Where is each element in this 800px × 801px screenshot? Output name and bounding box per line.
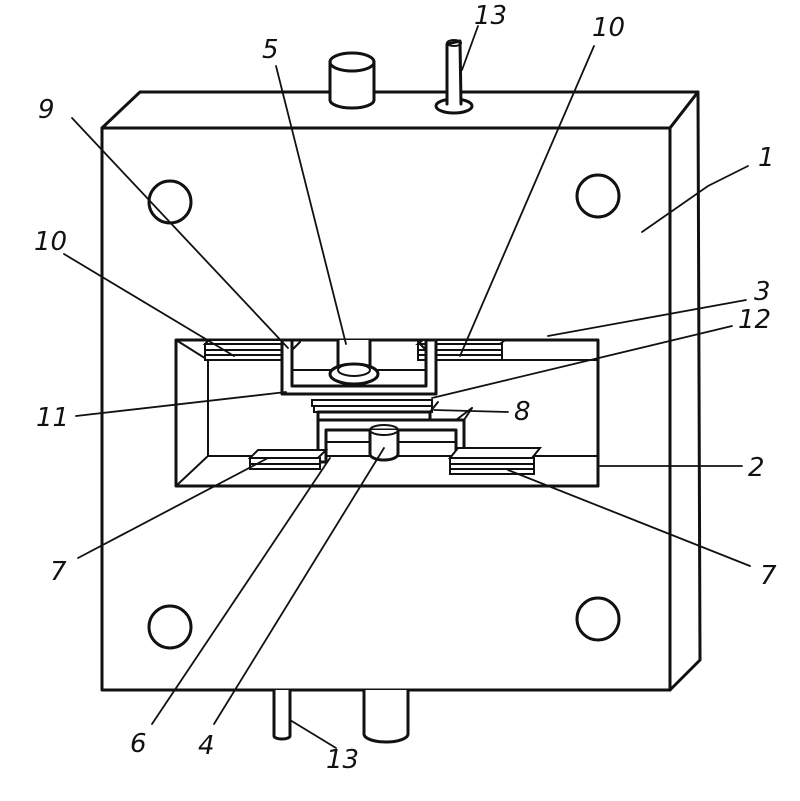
label-11: 11	[36, 403, 69, 433]
label-5: 5	[262, 35, 279, 65]
guide-pin-top	[330, 53, 374, 108]
leader-13-top	[462, 26, 478, 70]
label-3: 3	[754, 277, 771, 307]
leader-13-bottom	[290, 720, 336, 748]
pad-stack-lower-left	[250, 450, 326, 469]
label-6: 6	[130, 729, 147, 759]
bolt-hole-bottom-right	[577, 598, 619, 640]
label-10-right: 10	[592, 13, 625, 43]
label-13-bottom: 13	[326, 745, 359, 775]
guide-pin-bottom	[364, 690, 408, 742]
coolant-pipe-top	[436, 40, 472, 113]
pad-stack-upper-left	[205, 340, 286, 360]
label-7-left: 7	[50, 557, 67, 587]
label-8: 8	[514, 397, 531, 427]
coolant-pipe-bottom	[274, 690, 290, 739]
label-10-left: 10	[34, 227, 67, 257]
pad-stack-lower-right	[450, 448, 540, 474]
block-top-face	[102, 92, 698, 128]
label-4: 4	[198, 731, 215, 761]
label-1: 1	[758, 143, 775, 173]
block-right-face	[670, 92, 700, 690]
label-9: 9	[38, 95, 55, 125]
label-12: 12	[738, 305, 771, 335]
middle-plate	[312, 400, 438, 420]
bolt-hole-top-left	[149, 181, 191, 223]
label-2: 2	[748, 453, 765, 483]
label-7-right: 7	[760, 561, 777, 591]
bolt-hole-top-right	[577, 175, 619, 217]
label-13-top: 13	[474, 1, 507, 31]
bolt-hole-bottom-left	[149, 606, 191, 648]
